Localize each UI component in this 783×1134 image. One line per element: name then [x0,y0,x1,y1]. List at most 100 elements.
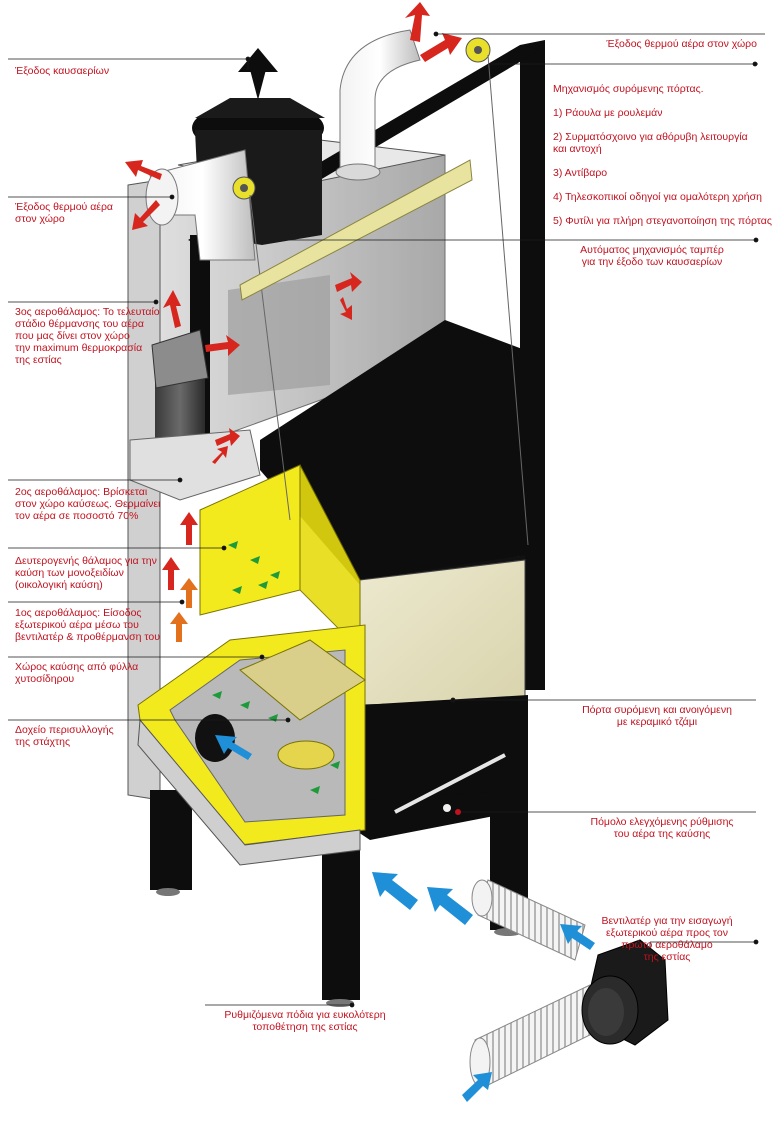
red-arrow-right-1 [335,272,362,292]
label-feet: Ρυθμιζόμενα πόδια για ευκολότερη τοποθέτ… [224,1009,386,1033]
red-arrow-top-2 [420,33,462,62]
red-arrow-top [405,2,430,42]
grate [239,639,366,721]
foot-3 [156,888,180,896]
blue-arrow-2 [427,887,473,925]
label-ash-box: Δοχείο περισυλλογής της στάχτης [15,724,114,748]
sliding-glass-door [359,559,528,814]
red-arrow-left-2 [132,200,160,230]
leader-dot [259,654,265,660]
blue-arrow-3 [560,924,595,950]
chamber3-box [228,275,330,395]
orange-arrow-2 [170,612,188,642]
air-knob-graphic [443,804,451,812]
telescopic-guide [239,159,473,301]
label-secondary-chamber: Δευτερογενής θάλαμος για την καύση των μ… [15,555,157,591]
lower-grey-tray [137,718,361,866]
label-sliding-mechanism: Μηχανισμός συρόμενης πόρτας. 1) Ράουλα μ… [553,71,781,239]
leader-dot [285,717,291,723]
fan-motor-face [588,988,624,1036]
green-arrow [330,761,340,769]
sliding-mechanism [232,37,529,546]
label-fan: Βεντιλατέρ για την εισαγωγή εξωτερικού α… [601,915,733,963]
right-pipe-base [335,163,381,181]
sliding-mechanism-item-2: 2) Συρματόσχοινο για αθόρυβη λειτουργία … [553,131,748,155]
leader-dot [753,939,759,945]
hot-air-arrows [125,2,462,590]
leader-dot [433,31,439,37]
sliding-mechanism-item-3: 3) Αντίβαρο [553,167,608,179]
combustion-space [137,464,366,866]
label-damper: Αυτόματος μηχανισμός ταμπέρ για την έξοδ… [580,244,724,268]
red-arrow-chamber2b [212,446,228,464]
duct-lower [474,984,601,1086]
cold-air-arrows [215,735,595,1102]
leader-dot [169,194,175,200]
label-chamber3: 3ος αεροθάλαμος: Το τελευταίο στάδιο θέρ… [15,306,160,366]
chamber2-tube-top [151,329,209,389]
red-arrow-chamber3b [163,290,181,328]
leader-dot [221,545,227,551]
pulley-right-hub [474,46,482,54]
label-flue-outlet: Έξοδος καυσαερίων [15,65,110,77]
flue-assembly [145,29,421,261]
cable-left [249,194,291,521]
leader-dot [177,477,183,483]
flue-arrow-head [238,48,278,72]
sliding-mechanism-item-4: 4) Τηλεσκοπικοί οδηγοί για ομαλότερη χρή… [553,191,762,203]
label-hot-air-outlet-left: Έξοδος θερμού αέρα στον χώρο [15,201,113,225]
leader-dot [153,299,159,305]
air-chambers [129,275,330,501]
green-arrow [250,556,260,564]
red-arrow-left-1 [125,160,162,180]
label-sliding-door: Πόρτα συρόμενη και ανοιγόμενη με κεραμικ… [582,704,732,728]
orange-arrow-1 [180,578,198,608]
blue-arrow-1 [372,872,418,910]
door-lower-frame [360,695,528,800]
blue-arrow-4 [215,735,252,760]
red-arrow-rise-1 [180,512,198,545]
leg-back-left [150,790,192,890]
label-chamber1: 1ος αεροθάλαμος: Είσοδος εξωτερικού αέρα… [15,607,160,643]
preheat-arrows [170,578,198,642]
leader-dot [752,61,758,67]
green-arrow [240,701,250,709]
leader-lines [8,31,765,1008]
intake-ducts [469,879,669,1087]
sliding-mechanism-title: Μηχανισμός συρόμενης πόρτας. [553,83,704,95]
red-arrow-chamber3 [205,335,240,356]
green-arrow [258,581,268,589]
cable-right [487,54,529,546]
pulley-left-hub [240,184,248,192]
leader-dot [179,599,185,605]
label-combustion-space: Χώρος καύσης από φύλλα χυτοσίδηρου [15,661,139,685]
ash-box-opening [277,740,335,770]
sliding-mechanism-item-5: 5) Φυτίλι για πλήρη στεγανοποίηση της πό… [553,215,772,227]
right-elbow-pipe [339,29,421,176]
label-chamber2: 2ος αεροθάλαμος: Βρίσκεται στον χώρο καύ… [15,486,161,522]
sliding-mechanism-item-1: 1) Ράουλα με ρουλεμάν [553,107,663,119]
door-handle [394,753,506,814]
leader-dot [455,809,461,815]
red-arrow-rise-2 [162,557,180,590]
glass-panel [359,559,526,706]
leader-dot [450,697,456,703]
duct-upper [477,879,586,961]
green-arrow [232,586,242,594]
label-hot-air-outlet-top: Έξοδος θερμού αέρα στον χώρο [606,38,757,50]
blue-arrow-5 [462,1072,492,1102]
leg-front-left [322,830,360,1000]
green-arrow [310,786,320,794]
green-arrow [212,691,222,699]
flue-cone [195,98,325,118]
leader-dot [245,56,251,62]
red-arrow-chamber2 [215,428,240,446]
label-air-knob: Πόμολο ελεγχόμενης ρύθμισης του αέρα της… [590,816,734,840]
leader-dot [349,1002,355,1008]
green-arrow [228,541,238,549]
leader-dot [753,237,759,243]
duct-upper-mouth [471,879,493,917]
green-arrow [270,571,280,579]
